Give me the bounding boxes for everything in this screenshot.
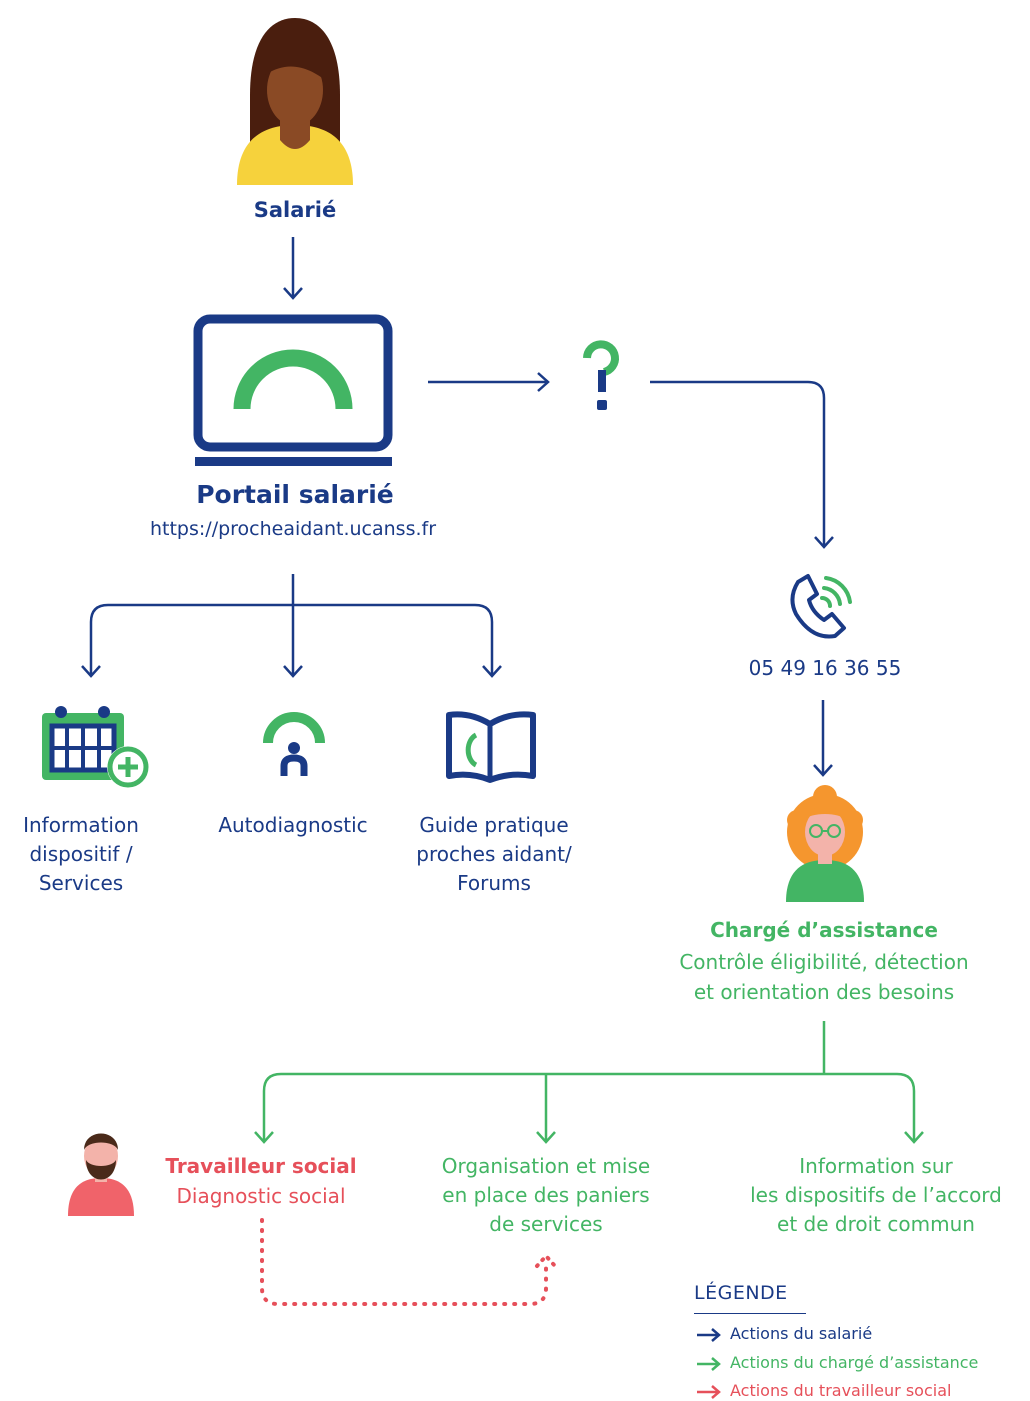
travailleur-social-desc: Diagnostic social: [176, 1184, 346, 1208]
autodiagnostic-label: Autodiagnostic: [218, 813, 368, 837]
question-icon: [583, 340, 619, 410]
organisation-line1: Organisation et mise: [441, 1154, 651, 1178]
legend-item-charge: Actions du chargé d’assistance: [730, 1353, 979, 1372]
arrow-phone-charge: [813, 700, 833, 777]
assistance-branch-arrows: [254, 1021, 924, 1144]
arrow-salarie-portail: [283, 237, 303, 300]
legend-arrows: [697, 1328, 721, 1399]
legend-item-salarie: Actions du salarié: [730, 1324, 873, 1343]
portal-url: https://procheaidant.ucanss.fr: [149, 518, 437, 540]
phone-icon: [790, 574, 852, 639]
travailleur-social-avatar-icon: [68, 1133, 134, 1216]
salarie-avatar-icon: [237, 18, 353, 185]
charge-assistance-desc-line2: et orientation des besoins: [693, 980, 955, 1004]
portal-branch-arrows: [81, 574, 502, 678]
charge-assistance-desc-line1: Contrôle éligibilité, détection: [679, 950, 969, 974]
legend-item-travailleur: Actions du travailleur social: [730, 1381, 952, 1400]
organisation-line2: en place des paniers: [442, 1183, 650, 1207]
book-icon: [446, 711, 536, 783]
info-dispositif-line2: dispositif /: [29, 842, 133, 866]
arrow-portail-question: [428, 372, 550, 392]
calendar-icon: [42, 706, 149, 788]
organisation-line3: de services: [489, 1212, 603, 1236]
arrow-question-phone: [650, 380, 834, 549]
salarie-label: Salarié: [253, 198, 337, 222]
guide-line2: proches aidant/: [416, 842, 572, 866]
guide-line1: Guide pratique: [419, 813, 569, 837]
phone-number: 05 49 16 36 55: [748, 656, 902, 680]
guide-line3: Forums: [457, 871, 531, 895]
travailleur-social-title: Travailleur social: [165, 1154, 357, 1178]
info-dispositif-line1: Information: [23, 813, 139, 837]
charge-assistance-avatar-icon: [786, 785, 864, 902]
information-line2: les dispositifs de l’accord: [750, 1183, 1002, 1207]
info-dispositif-line3: Services: [38, 871, 124, 895]
charge-assistance-title: Chargé d’assistance: [710, 918, 938, 942]
legend-title: LÉGENDE: [694, 1282, 788, 1304]
information-line1: Information sur: [799, 1154, 953, 1178]
laptop-icon: [193, 314, 393, 466]
autodiagnostic-icon: [263, 712, 325, 776]
social-worker-dotted-arrow: [260, 1218, 557, 1306]
portal-title: Portail salarié: [196, 480, 394, 509]
legend-divider: [694, 1313, 806, 1314]
information-line3: et de droit commun: [777, 1212, 975, 1236]
